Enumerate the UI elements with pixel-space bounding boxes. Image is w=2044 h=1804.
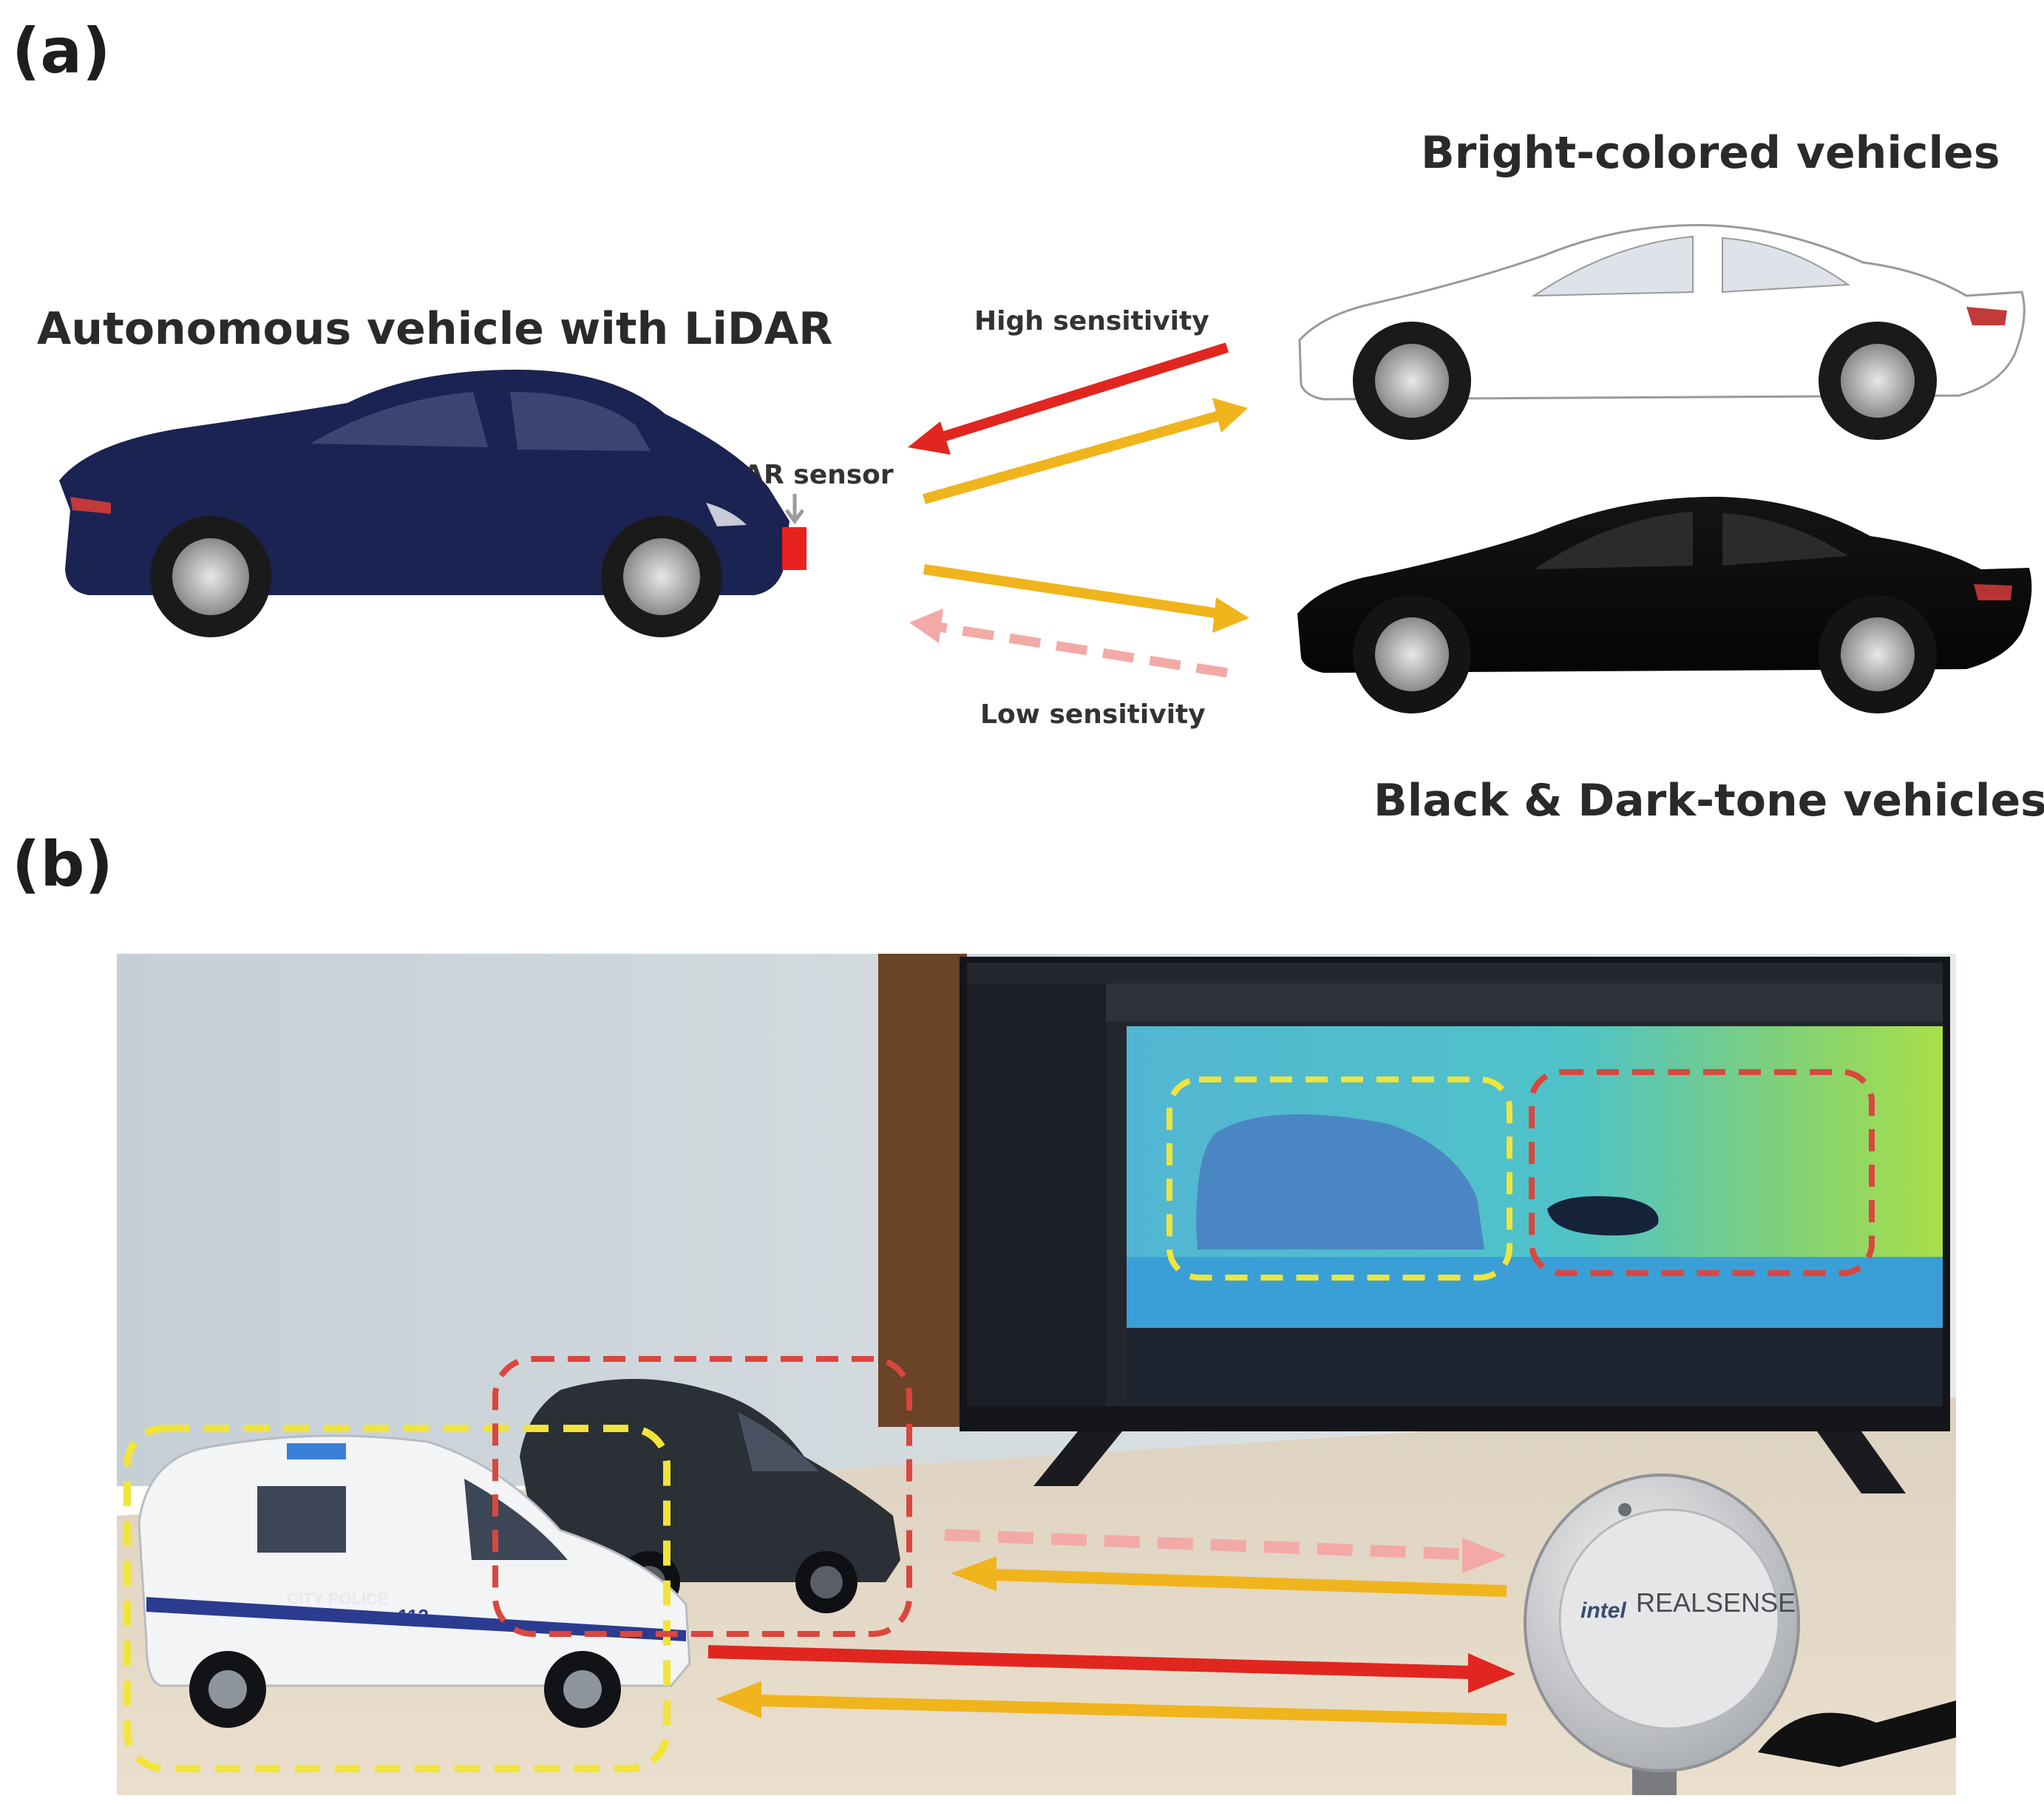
low-sensitivity-label: Low sensitivity bbox=[980, 699, 1206, 730]
emit-arrow-to-bright-car bbox=[923, 398, 1248, 504]
camera-logo: intel bbox=[1580, 1598, 1626, 1623]
depth-floor bbox=[1127, 1257, 1943, 1328]
ego-rear-wheel bbox=[601, 516, 722, 637]
software-sidebar bbox=[967, 983, 1106, 1406]
panel-a-diagram bbox=[59, 224, 2032, 713]
dark-rear-wheel bbox=[1819, 595, 1937, 713]
software-toolbar bbox=[1106, 983, 1943, 1022]
sensor-pointer-arrow bbox=[784, 494, 805, 525]
lidar-sensor bbox=[782, 527, 807, 570]
photo-emit-arrow-upper bbox=[951, 1556, 1507, 1597]
emit-arrow-to-dark-car bbox=[923, 564, 1249, 633]
van-box-dark bbox=[492, 1356, 912, 1637]
screen-box-dark bbox=[1529, 1069, 1875, 1276]
bright-vehicles-title: Bright-colored vehicles bbox=[1421, 127, 2000, 179]
photo-emit-arrow-lower bbox=[716, 1681, 1507, 1726]
experiment-photo: CITY POLICE 112 intel bbox=[117, 954, 1956, 1795]
high-sensitivity-label: High sensitivity bbox=[974, 306, 1209, 336]
low-sensitivity-return-arrow bbox=[909, 608, 1229, 678]
camera-brand: REALSENSE bbox=[1636, 1587, 1796, 1618]
bright-rear-wheel bbox=[1819, 322, 1937, 440]
van-box-bright bbox=[123, 1425, 670, 1772]
experiment-scene: CITY POLICE 112 intel bbox=[117, 954, 1956, 1795]
police-van bbox=[137, 1434, 691, 1728]
ego-vehicle-title: Autonomous vehicle with LiDAR bbox=[37, 303, 833, 355]
panel-a-label: (a) bbox=[12, 15, 111, 87]
ego-front-wheel bbox=[150, 516, 271, 637]
bright-front-wheel bbox=[1353, 322, 1471, 440]
dark-front-wheel bbox=[1353, 595, 1471, 713]
photo-high-sensitivity-arrow bbox=[707, 1645, 1515, 1693]
police-text: CITY POLICE bbox=[287, 1590, 389, 1608]
bright-car-depth-blob bbox=[1196, 1114, 1484, 1249]
panel-b-label: (b) bbox=[12, 828, 113, 901]
dark-car-depth-hole bbox=[1547, 1196, 1659, 1235]
realsense-camera bbox=[1524, 1474, 1956, 1795]
police-number: 112 bbox=[398, 1605, 429, 1627]
dark-vehicles-title: Black & Dark-tone vehicles bbox=[1374, 775, 2044, 827]
wood-panel bbox=[878, 954, 967, 1427]
photo-low-sensitivity-arrow bbox=[944, 1529, 1507, 1573]
high-sensitivity-return-arrow bbox=[908, 342, 1229, 455]
monitor-stand-right bbox=[1817, 1431, 1906, 1493]
point-cloud-ground bbox=[1127, 1328, 1943, 1406]
screen-box-bright bbox=[1167, 1076, 1512, 1281]
monitor-stand-left bbox=[1033, 1431, 1122, 1486]
